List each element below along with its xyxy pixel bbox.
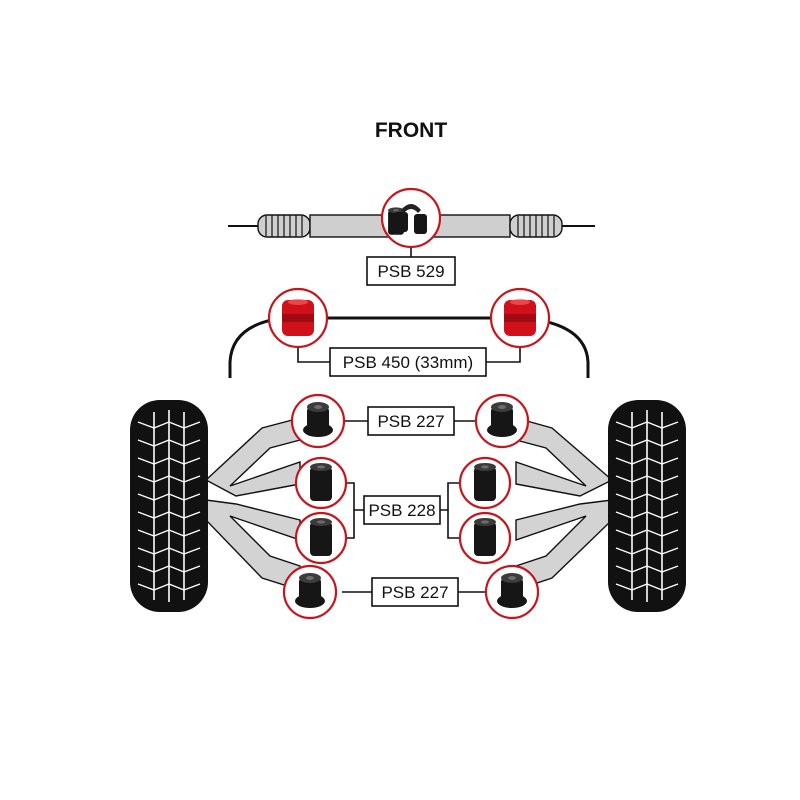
svg-text:PSB 450 (33mm): PSB 450 (33mm) bbox=[343, 353, 473, 372]
rack-bush-callout bbox=[380, 187, 442, 249]
middle-leader-left-bottom bbox=[344, 510, 355, 539]
upper-bush-right bbox=[474, 393, 530, 449]
svg-text:PSB 529: PSB 529 bbox=[377, 262, 444, 281]
upper-bush-left bbox=[290, 393, 346, 449]
svg-text:PSB 228: PSB 228 bbox=[368, 501, 435, 520]
antiroll-leader-left bbox=[297, 346, 330, 363]
label-upper: PSB 227 bbox=[367, 406, 455, 436]
middle-bush-right-top bbox=[458, 456, 512, 510]
left-wishbones bbox=[204, 417, 301, 591]
middle-leader-right-bottom bbox=[447, 510, 460, 539]
label-middle: PSB 228 bbox=[363, 495, 441, 525]
svg-text:PSB 227: PSB 227 bbox=[377, 412, 444, 431]
label-lower: PSB 227 bbox=[371, 577, 459, 607]
middle-bush-left-bottom bbox=[294, 511, 348, 565]
middle-leader-left-top bbox=[344, 482, 364, 511]
antiroll-bush-left bbox=[267, 287, 329, 349]
antiroll-bush-right bbox=[489, 287, 551, 349]
diagram-title: FRONT bbox=[375, 119, 447, 142]
tyre-left bbox=[129, 399, 209, 613]
right-wishbones bbox=[515, 417, 614, 591]
label-rack: PSB 529 bbox=[366, 256, 456, 286]
lower-bush-left bbox=[282, 564, 338, 620]
anti-roll-bar bbox=[228, 316, 590, 378]
svg-text:PSB 227: PSB 227 bbox=[381, 583, 448, 602]
label-antiroll: PSB 450 (33mm) bbox=[329, 347, 487, 377]
middle-leader-right-top bbox=[440, 482, 460, 511]
antiroll-leader-right bbox=[486, 346, 521, 363]
lower-bush-right bbox=[484, 564, 540, 620]
middle-bush-right-bottom bbox=[458, 511, 512, 565]
tyre-right bbox=[607, 399, 687, 613]
middle-bush-left-top bbox=[294, 456, 348, 510]
